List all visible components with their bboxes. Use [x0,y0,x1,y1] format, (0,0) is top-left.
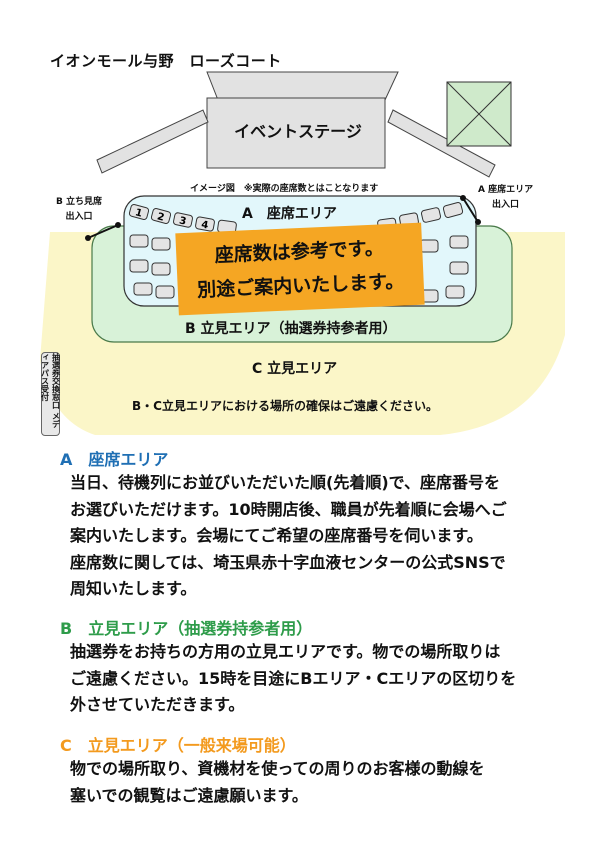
exit-a-gate [462,197,479,223]
section-c-heading: C 立見エリア（一般来場可能） [60,736,296,755]
media-booth: 抽選券交換窓口 メディアパス受付 [41,352,61,436]
seat [449,261,469,275]
seat [128,204,150,220]
section-a-line: 当日、待機列にお並びいただいた順(先着順)で、座席番号を [70,473,500,492]
section-b-line: ご遠慮ください。15時を目途にBエリア・Cエリアの区切りを [70,668,517,688]
section-a-line: 案内いたします。会場にてご希望の座席番号を伺います。 [70,526,483,545]
section-b-line: 外させていただきます。 [70,695,245,714]
section-a-line: 座席数に関しては、埼玉県赤十字血液センターの公式SNSで [70,552,506,572]
seat [151,262,171,276]
section-b-line: 抽選券をお持ちの方用の立見エリアです。物での場所取りは [70,642,501,661]
exit-a-label: A 座席エリア 出入口 [478,183,533,213]
seat [173,212,193,228]
right-ramp [387,109,496,178]
section-a-line: お選びいただけます。10時開店後、職員が先着順に会場へご [70,499,507,519]
image-note: イメージ図 ※実際の座席数とはことなります [190,184,379,194]
seat [445,285,465,299]
seat [150,208,172,224]
seat-number: 2 [156,211,166,223]
venue-title: イオンモール与野 ローズコート [50,52,282,70]
seat [133,282,153,296]
area-c-label: C 立見エリア [252,361,338,377]
exit-a-line-1: A 座席エリア [478,185,534,195]
stage-shape [206,97,386,169]
notice-banner: 座席数は参考です。 別途ご案内いたします。 [175,222,425,316]
seat [420,207,442,223]
seat [419,239,439,253]
exit-a-line-2: 出入口 [492,200,520,210]
section-c-line: 物での場所取り、資機材を使っての周りのお客様の動線を [70,759,485,778]
seat [129,259,149,273]
section-b-heading: B 立見エリア（抽選券持参者用） [60,619,313,638]
seat [129,234,149,248]
c-area-note: B・C立見エリアにおける場所の確保はご遠慮ください。 [132,399,438,413]
exit-b-line-2: 出入口 [65,212,93,222]
section-b-body: 抽選券をお持ちの方用の立見エリアです。物での場所取りは ご遠慮ください。15時を… [70,639,570,719]
seat [151,237,171,251]
exit-b-label: B 立ち見席 出入口 [56,195,102,225]
seat-number: 3 [178,215,187,227]
stage-roof [206,71,399,101]
section-c-body: 物での場所取り、資機材を使っての周りのお客様の動線を 塞いでの観覧はご遠慮願いま… [70,756,570,809]
seat [155,285,175,299]
exit-b-line-1: B 立ち見席 [56,197,102,207]
seat-number: 1 [134,207,144,219]
section-a-line: 周知いたします。 [70,579,197,598]
section-c-line: 塞いでの観覧はご遠慮願います。 [70,785,308,805]
left-ramp [96,109,209,174]
area-a-label: A 座席エリア [242,206,337,222]
seat [449,235,469,249]
seat [195,216,215,232]
section-a-heading: A 座席エリア [60,450,169,469]
section-a-body: 当日、待機列にお並びいただいた順(先着順)で、座席番号を お選びいただけます。1… [70,470,570,603]
seat [442,202,464,218]
stage-label: イベントステージ [234,122,362,141]
area-b-label: B 立見エリア（抽選券持参者用） [185,321,397,337]
exit-b-gate [87,224,119,239]
seat-number: 4 [200,219,209,231]
